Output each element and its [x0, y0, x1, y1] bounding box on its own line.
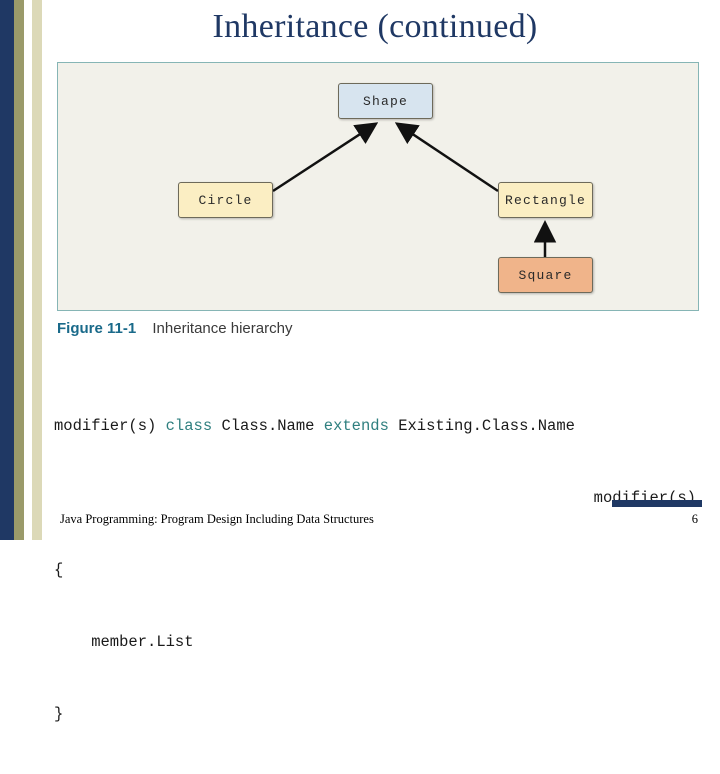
- diagram-node-shape: Shape: [338, 83, 433, 119]
- code-block: modifier(s) class Class.Name extends Exi…: [54, 366, 704, 774]
- code-classname: Class.Name: [212, 417, 324, 436]
- inheritance-diagram: Shape Circle Rectangle Square: [58, 63, 700, 312]
- code-line-5: }: [54, 705, 64, 724]
- diagram-node-rectangle: Rectangle: [498, 182, 593, 218]
- diagram-node-circle-label: Circle: [198, 192, 253, 208]
- code-keyword-class: class: [165, 417, 213, 436]
- figure-caption-text: Inheritance hierarchy: [152, 320, 293, 337]
- left-accent-bar-white: [24, 0, 32, 540]
- figure-caption-label: Figure 11-1: [57, 320, 137, 337]
- code-line-3: {: [54, 561, 64, 580]
- code-keyword-extends: extends: [323, 417, 389, 436]
- diagram-node-square: Square: [498, 257, 593, 293]
- figure-panel: Shape Circle Rectangle Square: [57, 62, 699, 311]
- code-line-4: member.List: [54, 633, 194, 652]
- page-title: Inheritance (continued): [212, 8, 538, 45]
- code-modifiers-1: modifier(s): [54, 417, 166, 436]
- footer-text: Java Programming: Program Design Includi…: [60, 512, 374, 526]
- footer-page-number: 6: [691, 512, 698, 526]
- left-accent-bar-dark: [0, 0, 14, 540]
- code-existing-classname: Existing.Class.Name: [388, 417, 575, 436]
- left-accent-bar-olive: [14, 0, 24, 540]
- diagram-node-square-label: Square: [518, 267, 573, 283]
- slide: Inheritance (continued) Shape Circle: [0, 0, 702, 724]
- code-line-1: modifier(s) class Class.Name extends Exi…: [54, 414, 704, 438]
- diagram-node-rectangle-label: Rectangle: [504, 192, 586, 208]
- footer-rule: [612, 500, 702, 507]
- left-accent-bar-cream: [32, 0, 42, 540]
- code-line-2: modifier(s): [593, 489, 696, 508]
- diagram-node-shape-label: Shape: [362, 93, 408, 109]
- figure-caption: Figure 11-1 Inheritance hierarchy: [57, 320, 657, 337]
- diagram-node-circle: Circle: [178, 182, 273, 218]
